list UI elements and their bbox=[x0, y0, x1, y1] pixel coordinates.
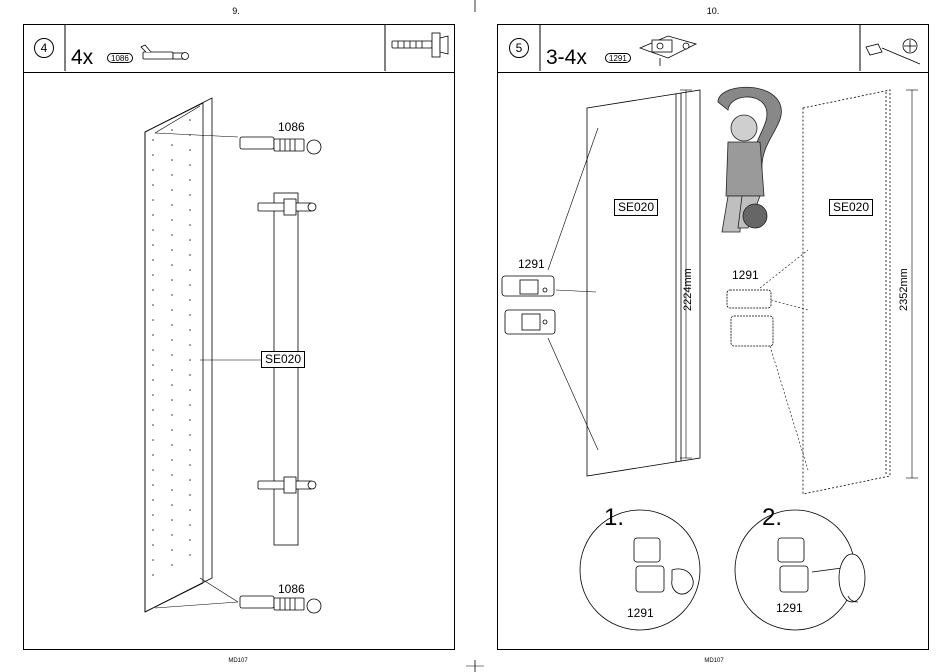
page-number-right: 10. bbox=[693, 6, 733, 16]
part-code-left: 1086 bbox=[107, 53, 133, 63]
detail-1-number: 1. bbox=[604, 506, 624, 530]
footer-code-left: MD107 bbox=[208, 658, 268, 664]
callout-bottom-left: 1086 bbox=[278, 583, 305, 595]
dimension-left: 2224mm bbox=[682, 259, 694, 311]
panel-label-left: SE020 bbox=[261, 351, 305, 368]
step-number-right: 5 bbox=[509, 38, 529, 58]
page-number-left: 9. bbox=[216, 6, 256, 16]
detail-2-label: 1291 bbox=[776, 602, 803, 614]
callout-top-left: 1086 bbox=[278, 121, 305, 133]
detail-2-number: 2. bbox=[762, 506, 782, 530]
quantity-right: 3-4x bbox=[546, 47, 587, 69]
dimension-right: 2352mm bbox=[898, 259, 910, 311]
step-frame-right bbox=[497, 24, 929, 650]
detail-1-label: 1291 bbox=[627, 607, 654, 619]
footer-code-right: MD107 bbox=[684, 658, 744, 664]
panel-label-right-b: SE020 bbox=[829, 199, 873, 216]
quantity-left: 4x bbox=[71, 47, 93, 69]
hinge-label-right: 1291 bbox=[732, 269, 759, 281]
part-code-right: 1291 bbox=[605, 53, 631, 63]
panel-label-right-a: SE020 bbox=[614, 199, 658, 216]
step-frame-left bbox=[23, 24, 455, 650]
hinge-label-left: 1291 bbox=[518, 258, 545, 270]
step-number-left: 4 bbox=[34, 38, 54, 58]
